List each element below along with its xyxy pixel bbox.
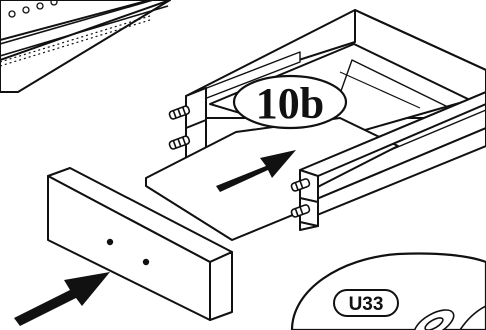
left-side-rail (185, 87, 207, 159)
drawer-front-panel (47, 167, 233, 321)
step-callout: 10b (232, 74, 348, 130)
part-code: U33 (349, 294, 384, 315)
step-label: 10b (256, 79, 324, 128)
arrow-up-right-icon (216, 150, 296, 192)
dowel-pin-icon (168, 105, 191, 150)
cam-lock-icon (413, 305, 486, 330)
part-badge: U33 (333, 289, 399, 317)
arrow-up-right-icon (14, 272, 110, 326)
cam-hole-row (8, 0, 58, 18)
dowel-pin-icon (290, 178, 311, 218)
detail-inset: U33 (290, 252, 486, 330)
upper-left-panel (0, 0, 171, 93)
